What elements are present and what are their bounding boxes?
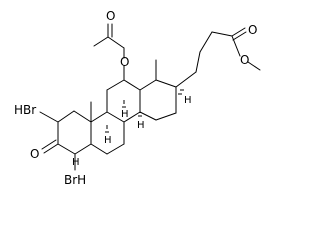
bond [211,31,233,37]
bond [106,79,125,91]
atom-labels: O O O O O HBr BrH [14,9,257,187]
bond [232,31,247,41]
bonds [39,23,261,171]
stereo-bonds [105,89,184,133]
h17-label: H [184,95,192,106]
bond [175,71,197,88]
bond [57,110,75,123]
bond [43,143,59,154]
bond [90,143,108,155]
bond [155,112,177,121]
h9-label: H [104,135,112,146]
bromo-upper-label: HBr [14,103,36,117]
bond [247,61,261,71]
bond [231,27,246,37]
h14-label: H [121,109,129,120]
bond [39,111,59,123]
bond [139,79,157,91]
steroid-structure-diagram: O O O O O HBr BrH H H H H H [14,9,261,187]
bond [155,79,177,88]
bond [231,35,241,57]
bond [74,143,92,155]
stereo-hydrogen-labels: H H H H H [72,95,192,168]
bond [73,110,92,123]
bond [195,51,201,73]
bond [90,111,108,123]
bond [123,79,141,91]
bond [107,36,125,49]
bond [199,31,213,53]
bond [106,111,125,123]
ketone-oxygen-label: O [30,147,39,161]
h8-label: H [137,120,145,131]
bond [57,143,76,155]
bond [93,36,109,47]
acetate-carbonyl-oxygen-label: O [106,9,115,23]
bond [41,139,57,150]
bond [106,143,125,155]
bromo-lower-label: BrH [64,173,86,187]
bond [139,111,157,121]
bond [123,111,141,123]
ester-methoxy-oxygen-label: O [240,53,249,67]
ester-carbonyl-oxygen-label: O [248,23,257,37]
h5-label: H [72,157,80,168]
acetate-oxygen-label: O [120,55,129,69]
